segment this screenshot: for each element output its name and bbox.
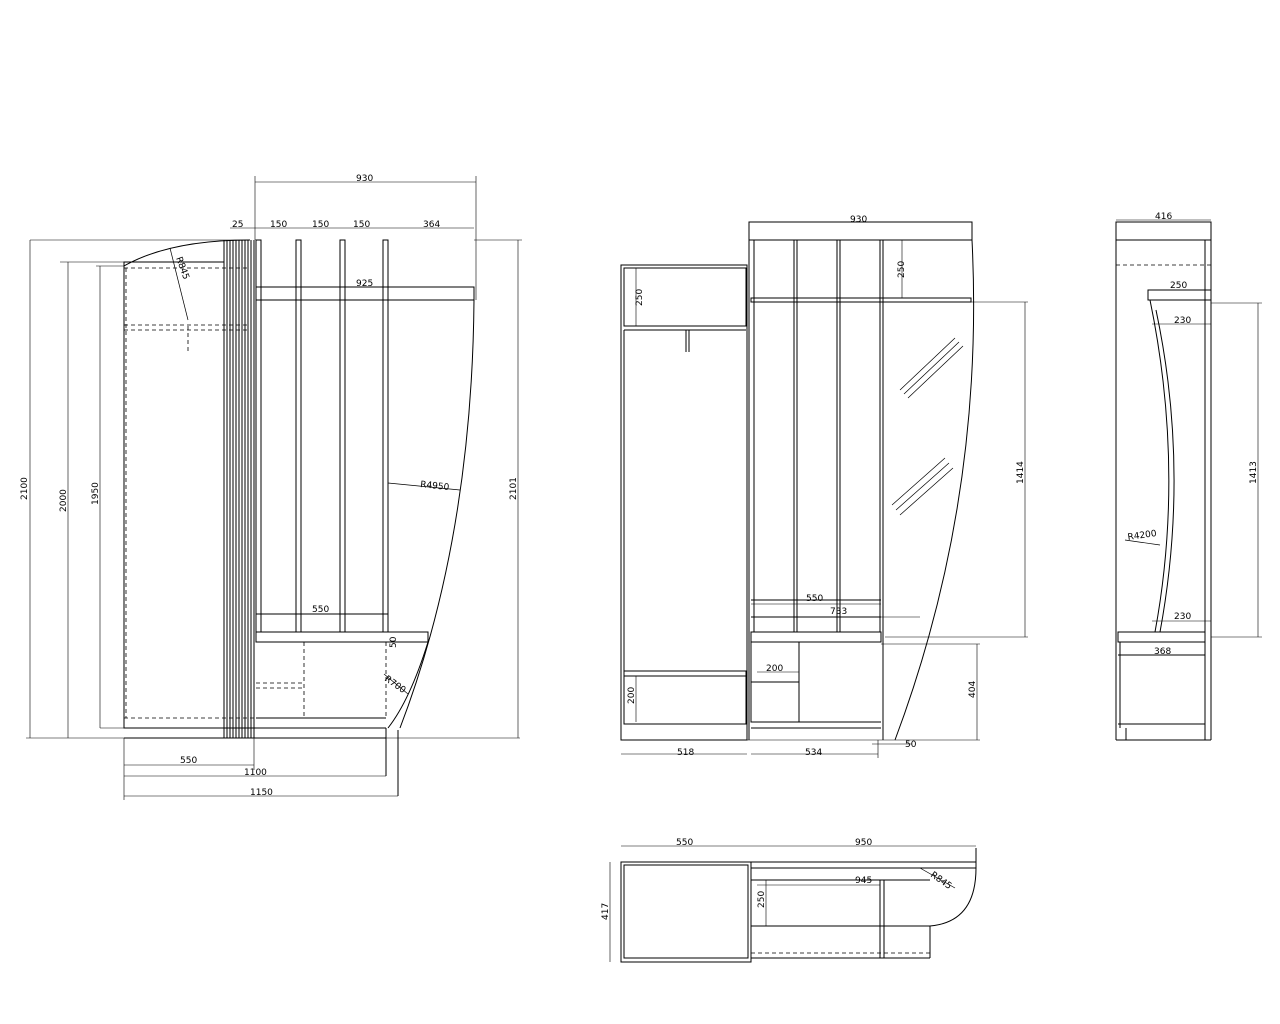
dim-end-416: 416 bbox=[1155, 212, 1172, 222]
dim-end-250: 250 bbox=[1170, 281, 1187, 291]
dim-plan-250: 250 bbox=[757, 891, 767, 908]
dim-side-534: 534 bbox=[805, 748, 822, 758]
side-view: 930 250 250 1414 550 733 200 200 404 50 … bbox=[620, 215, 1028, 758]
dim-side-518: 518 bbox=[677, 748, 694, 758]
dim-end-1413: 1413 bbox=[1249, 461, 1259, 484]
dim-front-25: 25 bbox=[232, 220, 243, 230]
dim-side-1414: 1414 bbox=[1016, 461, 1026, 484]
dim-front-925: 925 bbox=[356, 279, 373, 289]
dim-end-230-top: 230 bbox=[1174, 316, 1191, 326]
dim-side-250-right: 250 bbox=[897, 261, 907, 278]
dim-front-50: 50 bbox=[389, 636, 399, 648]
front-view: 930 25 150 150 150 364 925 R845 R4950 21… bbox=[20, 174, 522, 800]
dim-plan-945: 945 bbox=[855, 876, 872, 886]
dim-front-1950: 1950 bbox=[91, 482, 101, 505]
dim-side-250-left: 250 bbox=[635, 289, 645, 306]
dim-side-930: 930 bbox=[850, 215, 867, 225]
dim-front-2101: 2101 bbox=[509, 477, 519, 500]
dim-side-50: 50 bbox=[905, 740, 917, 750]
dim-end-230-bottom: 230 bbox=[1174, 612, 1191, 622]
dim-front-base-550: 550 bbox=[180, 756, 197, 766]
dim-side-733: 733 bbox=[830, 607, 847, 617]
dim-front-2000: 2000 bbox=[59, 489, 69, 512]
dim-front-930: 930 bbox=[356, 174, 373, 184]
dim-side-550: 550 bbox=[806, 594, 823, 604]
dim-front-150-a: 150 bbox=[270, 220, 287, 230]
dim-plan-550: 550 bbox=[676, 838, 693, 848]
end-view: 416 250 230 1413 R4200 230 368 bbox=[1115, 212, 1262, 741]
plan-view: 550 950 945 250 R845 417 bbox=[601, 838, 977, 963]
dim-plan-r845: R845 bbox=[928, 870, 953, 892]
dim-end-368: 368 bbox=[1154, 647, 1171, 657]
dim-front-150-b: 150 bbox=[312, 220, 329, 230]
dim-front-2100: 2100 bbox=[20, 477, 30, 500]
dim-plan-417: 417 bbox=[601, 903, 611, 920]
dim-front-1150: 1150 bbox=[250, 788, 273, 798]
dim-front-364: 364 bbox=[423, 220, 440, 230]
dim-front-1100: 1100 bbox=[244, 768, 267, 778]
dim-plan-950: 950 bbox=[855, 838, 872, 848]
dim-side-200-left: 200 bbox=[627, 687, 637, 704]
dim-side-200-drawer: 200 bbox=[766, 664, 783, 674]
dim-front-150-c: 150 bbox=[353, 220, 370, 230]
dim-end-r4200: R4200 bbox=[1127, 529, 1158, 543]
dim-front-bench-550: 550 bbox=[312, 605, 329, 615]
dim-side-404: 404 bbox=[968, 681, 978, 698]
dim-front-r4950: R4950 bbox=[420, 480, 450, 493]
